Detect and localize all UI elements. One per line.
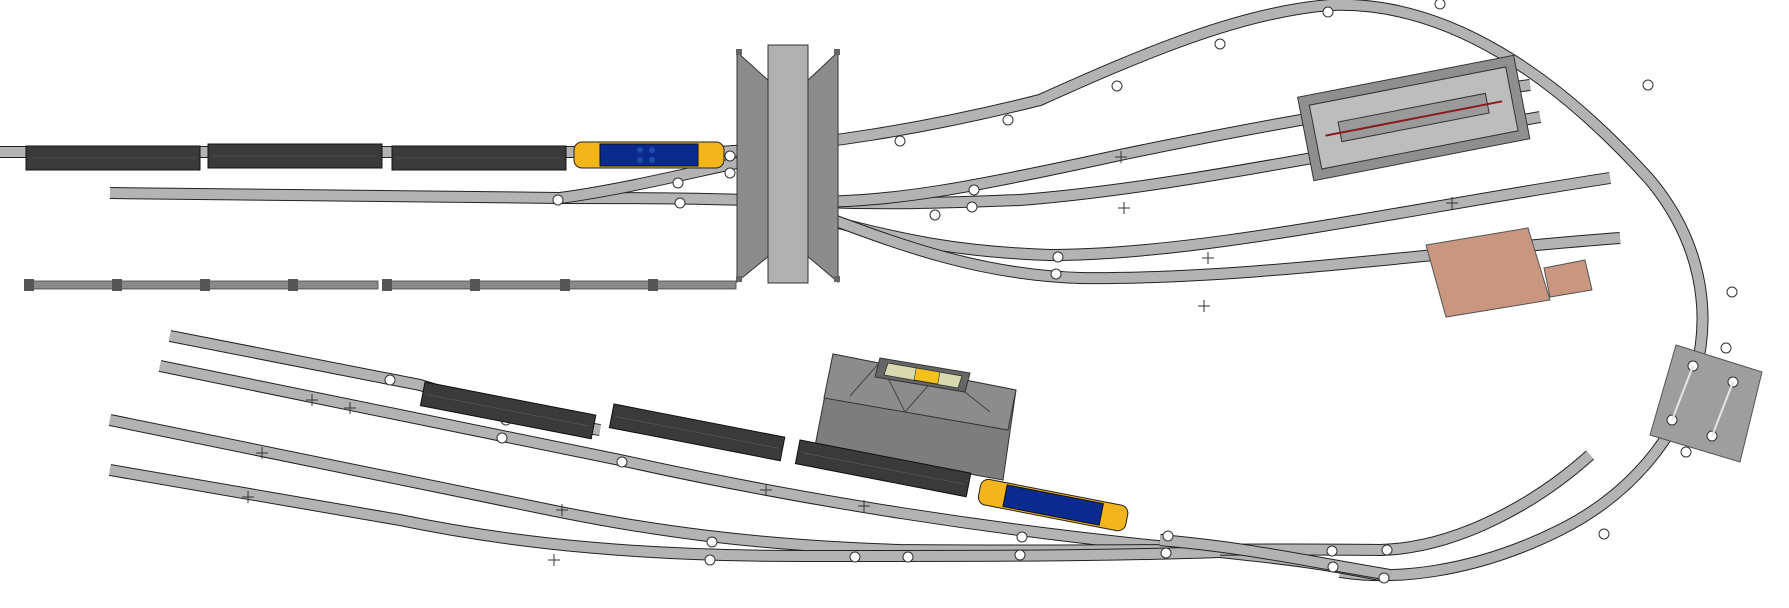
upper-secondary-track[interactable] bbox=[109, 111, 1542, 210]
lower-train[interactable] bbox=[419, 381, 1129, 532]
diesel-locomotive[interactable] bbox=[977, 478, 1129, 532]
freight-car[interactable] bbox=[25, 145, 201, 171]
engine-shed[interactable] bbox=[1297, 54, 1531, 182]
crossover-lower[interactable] bbox=[1159, 534, 1391, 581]
brick-building[interactable] bbox=[1425, 227, 1593, 318]
upper-train[interactable] bbox=[25, 141, 725, 171]
turntable-platform[interactable] bbox=[1649, 344, 1763, 463]
freight-car[interactable] bbox=[419, 381, 597, 440]
station-building[interactable] bbox=[814, 353, 1017, 481]
diesel-locomotive[interactable] bbox=[573, 141, 725, 169]
upper-main-track[interactable] bbox=[0, 0, 1709, 582]
freight-car[interactable] bbox=[608, 403, 786, 462]
freight-car[interactable] bbox=[391, 145, 567, 171]
crossover-upper[interactable] bbox=[559, 152, 762, 204]
alignment-marks bbox=[242, 151, 1488, 566]
siding-track-right-1[interactable] bbox=[818, 172, 1611, 262]
lower-siding-4[interactable] bbox=[108, 464, 1221, 563]
fence bbox=[24, 279, 737, 291]
freight-car[interactable] bbox=[794, 439, 972, 498]
overpass[interactable] bbox=[736, 44, 840, 284]
freight-car[interactable] bbox=[207, 143, 383, 169]
